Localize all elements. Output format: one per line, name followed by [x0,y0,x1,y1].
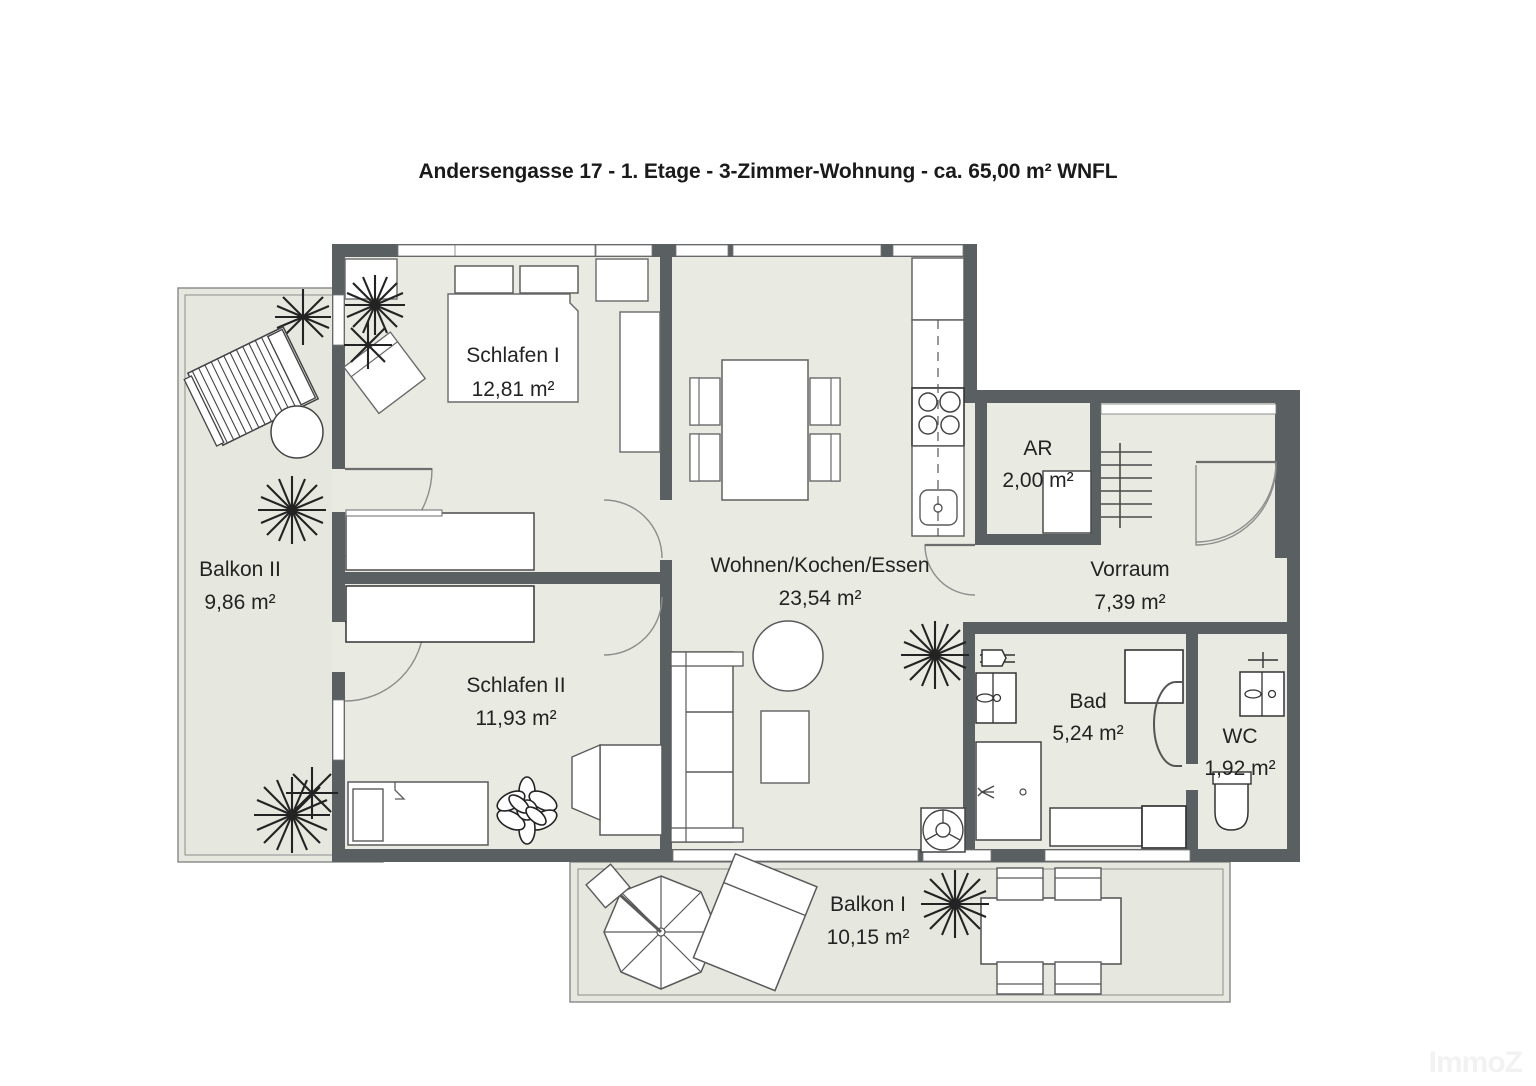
plant-icon [921,870,989,938]
room-area-balkon1: 10,15 m² [827,926,910,949]
room-area-vorraum: 7,39 m² [1094,591,1165,614]
plant-icon [901,621,969,689]
vorraum-fixtures [1101,443,1152,528]
room-area-schlafen2: 11,93 m² [475,707,556,730]
watermark: ImmoZ [1428,1046,1523,1079]
bedroom-1-furniture [275,258,661,453]
room-label-bad: Bad [1069,690,1106,713]
page-title: Andersengasse 17 - 1. Etage - 3-Zimmer-W… [418,160,1118,183]
plant-icon [275,275,405,369]
room-area-balkon2: 9,86 m² [204,591,275,614]
plant-icon [254,476,338,853]
parasol-icon [585,863,719,990]
room-label-vorraum: Vorraum [1090,558,1169,581]
stove-burners-icon [918,391,961,435]
room-area-ar: 2,00 m² [1002,469,1073,492]
room-label-balkon1: Balkon I [830,893,906,916]
room-label-wc: WC [1223,725,1258,748]
room-label-wohnen: Wohnen/Kochen/Essen [710,554,929,577]
room-labels: Schlafen I 12,81 m² Wohnen/Kochen/Essen … [199,344,1275,949]
plant-bush-icon [496,776,558,845]
door-swing-entry [1195,461,1277,543]
room-label-schlafen2: Schlafen II [466,674,565,697]
balcony-2-furniture [183,325,338,853]
balcony-1-furniture [585,852,1122,995]
wc-fixtures [1212,652,1285,831]
ar-furniture [1042,470,1092,534]
living-kitchen-furniture [670,257,965,843]
bath-fixtures [920,649,1187,853]
room-label-balkon2: Balkon II [199,558,281,581]
interior-walls [344,250,1288,858]
room-label-ar: AR [1023,437,1052,460]
bedroom-2-furniture [345,509,663,846]
room-area-schlafen1: 12,81 m² [472,378,555,401]
room-label-schlafen1: Schlafen I [466,344,559,367]
room-area-wc: 1,92 m² [1204,757,1275,780]
room-area-bad: 5,24 m² [1052,722,1123,745]
room-area-wohnen: 23,54 m² [779,587,862,610]
windows [332,244,1277,862]
